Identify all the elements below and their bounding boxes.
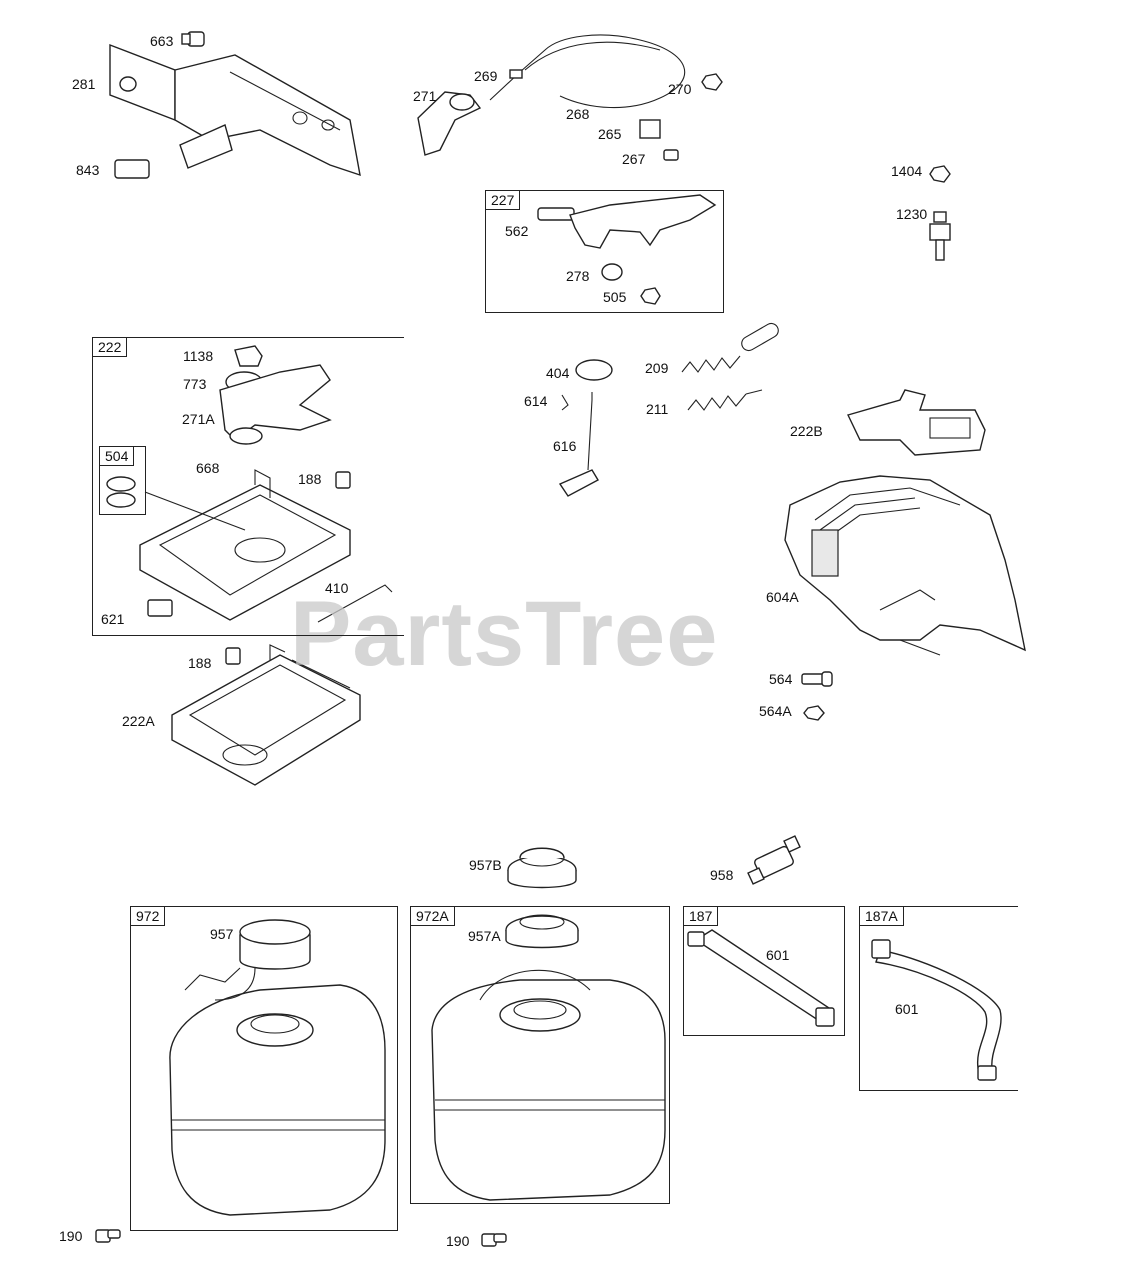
callout-278[interactable]: 278: [566, 268, 590, 284]
clip-843-drawing: [114, 159, 150, 179]
watermark-text: PartsTree: [290, 583, 719, 685]
callout-209[interactable]: 209: [645, 360, 669, 376]
callout-268[interactable]: 268: [566, 106, 590, 122]
fuel-line-187a-drawing: [871, 939, 1002, 1081]
callout-271a[interactable]: 271A: [182, 411, 215, 427]
group-label-972a: 972A: [411, 907, 455, 926]
callout-957a[interactable]: 957A: [468, 928, 501, 944]
group-label-187a: 187A: [860, 907, 904, 926]
group-box-227: [485, 190, 724, 313]
nut-1404-drawing: [929, 165, 951, 183]
callout-564a[interactable]: 564A: [759, 703, 792, 719]
fuel-tank-972-drawing: [169, 919, 386, 1216]
callout-773[interactable]: 773: [183, 376, 207, 392]
callout-222a[interactable]: 222A: [122, 713, 155, 729]
callout-843[interactable]: 843: [76, 162, 100, 178]
spring-211-drawing: [687, 389, 763, 411]
callout-190-left[interactable]: 190: [59, 1228, 83, 1244]
callout-1230[interactable]: 1230: [896, 206, 928, 222]
fuel-line-187-drawing: [687, 929, 835, 1027]
clip-265-drawing: [639, 119, 661, 139]
callout-269[interactable]: 269: [474, 68, 498, 84]
callout-601-right[interactable]: 601: [895, 1001, 919, 1017]
callout-562[interactable]: 562: [505, 223, 529, 239]
group-box-504: [99, 446, 146, 515]
callout-188-bottom[interactable]: 188: [188, 655, 212, 671]
fitting-1230-drawing: [929, 211, 951, 261]
screw-190-right-drawing: [481, 1233, 507, 1247]
callout-601-left[interactable]: 601: [766, 947, 790, 963]
group-label-227: 227: [486, 191, 521, 210]
nut-270-drawing: [701, 73, 723, 91]
bracket-281-drawing: [109, 43, 361, 177]
callout-265[interactable]: 265: [598, 126, 622, 142]
group-label-504: 504: [100, 447, 135, 466]
callout-1404[interactable]: 1404: [891, 163, 923, 179]
nut-564a-drawing: [803, 705, 825, 721]
group-box-187: [683, 906, 845, 1036]
callout-663[interactable]: 663: [150, 33, 174, 49]
group-box-972a: [410, 906, 670, 1204]
washer-504-drawing: [106, 476, 246, 531]
callout-564[interactable]: 564: [769, 671, 793, 687]
lever-271-cable-268-drawing: [417, 34, 686, 156]
callout-505[interactable]: 505: [603, 289, 627, 305]
group-box-972: [130, 906, 398, 1231]
callout-958[interactable]: 958: [710, 867, 734, 883]
callout-270[interactable]: 270: [668, 81, 692, 97]
callout-1138[interactable]: 1138: [183, 348, 214, 364]
screw-564-drawing: [801, 671, 833, 687]
callout-957b[interactable]: 957B: [469, 857, 502, 873]
callout-222b[interactable]: 222B: [790, 423, 823, 439]
group-label-222: 222: [93, 338, 128, 357]
group-box-187a: [859, 906, 1018, 1091]
callout-267[interactable]: 267: [622, 151, 646, 167]
control-bracket-222-drawing: [139, 345, 393, 623]
screw-267-drawing: [663, 149, 679, 161]
group-box-222: [92, 337, 404, 636]
callout-957[interactable]: 957: [210, 926, 234, 942]
group-label-187: 187: [684, 907, 719, 926]
screw-190-left-drawing: [95, 1229, 121, 1243]
valve-958-drawing: [747, 835, 801, 885]
bracket-222b-drawing: [847, 389, 986, 456]
blower-housing-604a-drawing: [784, 475, 1026, 656]
callout-410[interactable]: 410: [325, 580, 349, 596]
callout-211[interactable]: 211: [646, 401, 669, 417]
callout-281[interactable]: 281: [72, 76, 96, 92]
link-616-drawing: [558, 359, 613, 497]
callout-188-top[interactable]: 188: [298, 471, 322, 487]
callout-616[interactable]: 616: [553, 438, 577, 454]
callout-604a[interactable]: 604A: [766, 589, 799, 605]
callout-614[interactable]: 614: [524, 393, 548, 409]
callout-621[interactable]: 621: [101, 611, 125, 627]
callout-190-right[interactable]: 190: [446, 1233, 470, 1249]
cap-957b-drawing: [507, 847, 577, 889]
callout-668[interactable]: 668: [196, 460, 220, 476]
lever-assembly-227-drawing: [537, 194, 717, 305]
screw-663-drawing: [181, 31, 205, 47]
bracket-222a-drawing: [171, 644, 361, 786]
spring-209-drawing: [681, 322, 779, 373]
callout-404[interactable]: 404: [546, 365, 570, 381]
callout-271[interactable]: 271: [413, 88, 437, 104]
group-label-972: 972: [131, 907, 166, 926]
fuel-tank-972a-drawing: [431, 914, 666, 1201]
